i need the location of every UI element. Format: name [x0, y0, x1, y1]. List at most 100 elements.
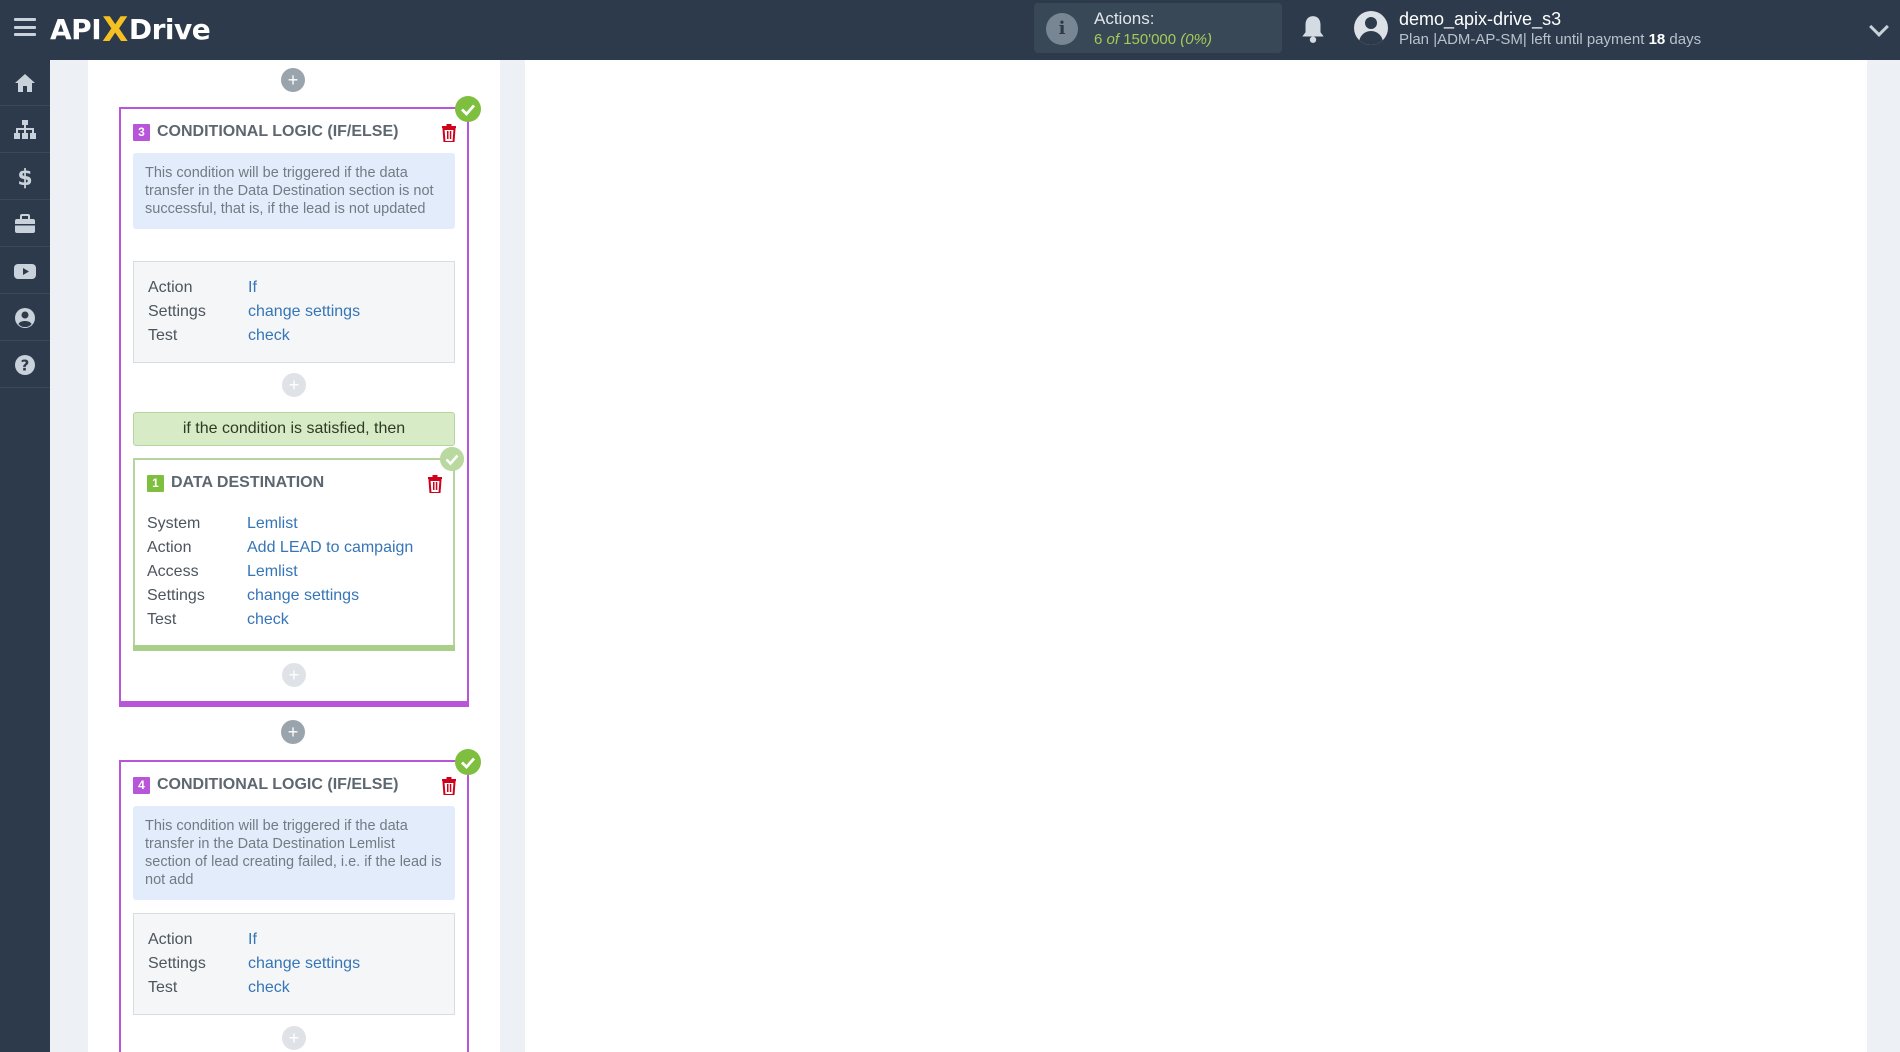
plan-prefix: Plan |ADM-AP-SM| left until payment [1399, 31, 1645, 48]
detail-key: Test [148, 327, 178, 344]
user-circle-icon [15, 307, 35, 328]
settings-panel [525, 60, 1867, 1052]
sidebar-item-help[interactable]: ? [0, 342, 50, 388]
detail-row: Action Add LEAD to campaign [147, 536, 447, 560]
system-link[interactable]: Lemlist [247, 515, 298, 532]
actions-counter[interactable]: i Actions: 6 of 150'000 (0%) [1034, 3, 1282, 53]
sidebar-item-connections[interactable] [0, 107, 50, 153]
step-number-badge: 4 [133, 776, 150, 794]
top-bar: APIXDrive i Actions: 6 of 150'000 (0%) d… [0, 0, 1900, 60]
action-link[interactable]: Add LEAD to campaign [247, 539, 414, 556]
svg-text:?: ? [21, 356, 30, 374]
svg-text:$: $ [17, 166, 32, 189]
detail-row: Settings change settings [148, 300, 440, 324]
detail-row: Action If [148, 276, 440, 300]
checkmark-icon [455, 96, 481, 122]
step-number-badge: 3 [133, 123, 150, 141]
action-link[interactable]: If [248, 931, 257, 948]
conditional-logic-block[interactable]: 4 CONDITIONAL LOGIC (IF/ELSE) This condi… [119, 760, 469, 1052]
sidebar: $ ? [0, 60, 50, 1052]
block-title-text: CONDITIONAL LOGIC (IF/ELSE) [157, 776, 399, 793]
bell-icon[interactable] [1300, 14, 1326, 44]
block-title: 4 CONDITIONAL LOGIC (IF/ELSE) [133, 776, 398, 794]
menu-icon[interactable] [14, 18, 36, 36]
condition-description: This condition will be triggered if the … [133, 153, 455, 229]
step-number-badge: 1 [147, 474, 164, 492]
check-link[interactable]: check [247, 611, 289, 628]
condition-satisfied-label: if the condition is satisfied, then [133, 412, 455, 446]
condition-description: This condition will be triggered if the … [133, 806, 455, 900]
chevron-down-icon[interactable] [1869, 17, 1889, 37]
home-icon [15, 73, 35, 92]
actions-percent: (0%) [1180, 31, 1212, 48]
sidebar-item-services[interactable] [0, 201, 50, 247]
trash-icon[interactable] [427, 475, 443, 493]
detail-key: System [147, 515, 201, 532]
add-step-button[interactable]: + [282, 373, 306, 397]
add-step-button[interactable]: + [281, 720, 305, 744]
trash-icon[interactable] [441, 777, 457, 795]
destination-title: 1 DATA DESTINATION [147, 474, 324, 492]
access-link[interactable]: Lemlist [247, 563, 298, 580]
actions-total: 150'000 [1123, 31, 1177, 48]
plan-days: 18 [1648, 31, 1666, 48]
detail-key: Test [148, 979, 178, 996]
add-step-button[interactable]: + [282, 663, 306, 687]
youtube-icon [14, 263, 36, 279]
info-icon: i [1046, 13, 1078, 45]
sidebar-item-video[interactable] [0, 248, 50, 294]
detail-row: Test check [148, 976, 440, 1000]
detail-row: Settings change settings [148, 952, 440, 976]
logo-text-api: API [50, 13, 102, 46]
actions-of: of [1106, 31, 1120, 48]
destination-status-bar [133, 645, 455, 651]
detail-key: Access [147, 563, 199, 580]
check-link[interactable]: check [248, 979, 290, 996]
block-title: 3 CONDITIONAL LOGIC (IF/ELSE) [133, 123, 398, 141]
detail-key: Settings [148, 955, 206, 972]
check-link[interactable]: check [248, 327, 290, 344]
actions-used: 6 [1094, 31, 1103, 48]
apixdrive-logo[interactable]: APIXDrive [50, 8, 211, 50]
detail-key: Action [147, 539, 192, 556]
sidebar-item-account[interactable] [0, 295, 50, 341]
detail-key: Action [148, 279, 193, 296]
block-details: Action If Settings change settings Test che… [133, 261, 455, 363]
avatar[interactable] [1354, 11, 1388, 45]
plan-info: Plan |ADM-AP-SM| left until payment 18 d… [1399, 31, 1701, 48]
detail-row: Access Lemlist [147, 560, 447, 584]
trash-icon[interactable] [441, 124, 457, 142]
plan-suffix: days [1669, 31, 1702, 48]
checkmark-icon [455, 749, 481, 775]
add-step-button[interactable]: + [282, 1026, 306, 1050]
detail-row: Test check [147, 608, 447, 632]
detail-row: Test check [148, 324, 440, 348]
destination-title-text: DATA DESTINATION [171, 474, 325, 491]
briefcase-icon [15, 213, 35, 233]
conditional-logic-block[interactable]: 3 CONDITIONAL LOGIC (IF/ELSE) This condi… [119, 107, 469, 707]
block-status-bar [119, 701, 469, 707]
detail-key: Settings [148, 303, 206, 320]
add-step-button[interactable]: + [281, 68, 305, 92]
checkmark-icon [440, 447, 464, 471]
actions-value: 6 of 150'000 (0%) [1094, 31, 1212, 48]
logo-text-drive: Drive [128, 13, 211, 46]
change-settings-link[interactable]: change settings [247, 587, 360, 604]
dollar-icon: $ [17, 166, 32, 189]
actions-label: Actions: [1094, 9, 1155, 28]
detail-key: Settings [147, 587, 205, 604]
sidebar-item-home[interactable] [0, 60, 50, 106]
sidebar-item-billing[interactable]: $ [0, 154, 50, 200]
action-link[interactable]: If [248, 279, 257, 296]
change-settings-link[interactable]: change settings [248, 955, 361, 972]
question-circle-icon: ? [15, 354, 35, 375]
sitemap-icon [14, 119, 36, 139]
username[interactable]: demo_apix-drive_s3 [1399, 9, 1562, 29]
change-settings-link[interactable]: change settings [248, 303, 361, 320]
detail-row: Settings change settings [147, 584, 447, 608]
detail-key: Test [147, 611, 177, 628]
